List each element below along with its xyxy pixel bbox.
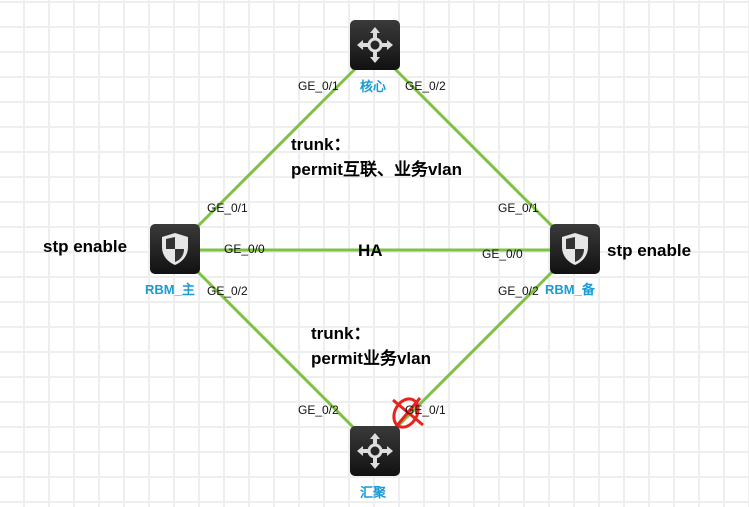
port-label: GE_0/1 bbox=[207, 201, 248, 215]
port-label: GE_0/2 bbox=[405, 79, 446, 93]
firewall-shield-icon[interactable] bbox=[550, 224, 600, 274]
port-label: GE_0/2 bbox=[207, 284, 248, 298]
port-label: GE_0/2 bbox=[298, 403, 339, 417]
port-label: GE_0/0 bbox=[482, 247, 523, 261]
trunk-annotation-bottom: trunk： bbox=[311, 324, 371, 343]
stp-label-left: stp enable bbox=[43, 237, 128, 256]
link-backup-agg bbox=[392, 270, 554, 432]
switch-icon[interactable] bbox=[350, 426, 400, 476]
blocked-port-mark bbox=[392, 397, 424, 429]
device-label-rbm-main: RBM_主 bbox=[145, 282, 195, 297]
permit-annotation-bottom: permit业务vlan bbox=[311, 349, 431, 368]
link-core-main bbox=[196, 66, 358, 228]
port-label: GE_0/1 bbox=[405, 403, 446, 417]
port-label: GE_0/1 bbox=[498, 201, 539, 215]
device-label-core: 核心 bbox=[360, 79, 387, 94]
device-label-aggregation: 汇聚 bbox=[360, 485, 387, 500]
link-main-agg bbox=[196, 270, 358, 432]
device-label-rbm-backup: RBM_备 bbox=[545, 282, 595, 297]
ha-label: HA bbox=[358, 241, 383, 260]
stp-label-right: stp enable bbox=[607, 241, 692, 260]
permit-annotation-top: permit互联、业务vlan bbox=[291, 160, 462, 179]
port-label: GE_0/1 bbox=[298, 79, 339, 93]
port-label: GE_0/2 bbox=[498, 284, 539, 298]
link-core-backup bbox=[392, 66, 554, 228]
firewall-shield-icon[interactable] bbox=[150, 224, 200, 274]
switch-icon[interactable] bbox=[350, 20, 400, 70]
trunk-annotation-top: trunk： bbox=[291, 135, 351, 154]
port-label: GE_0/0 bbox=[224, 242, 265, 256]
